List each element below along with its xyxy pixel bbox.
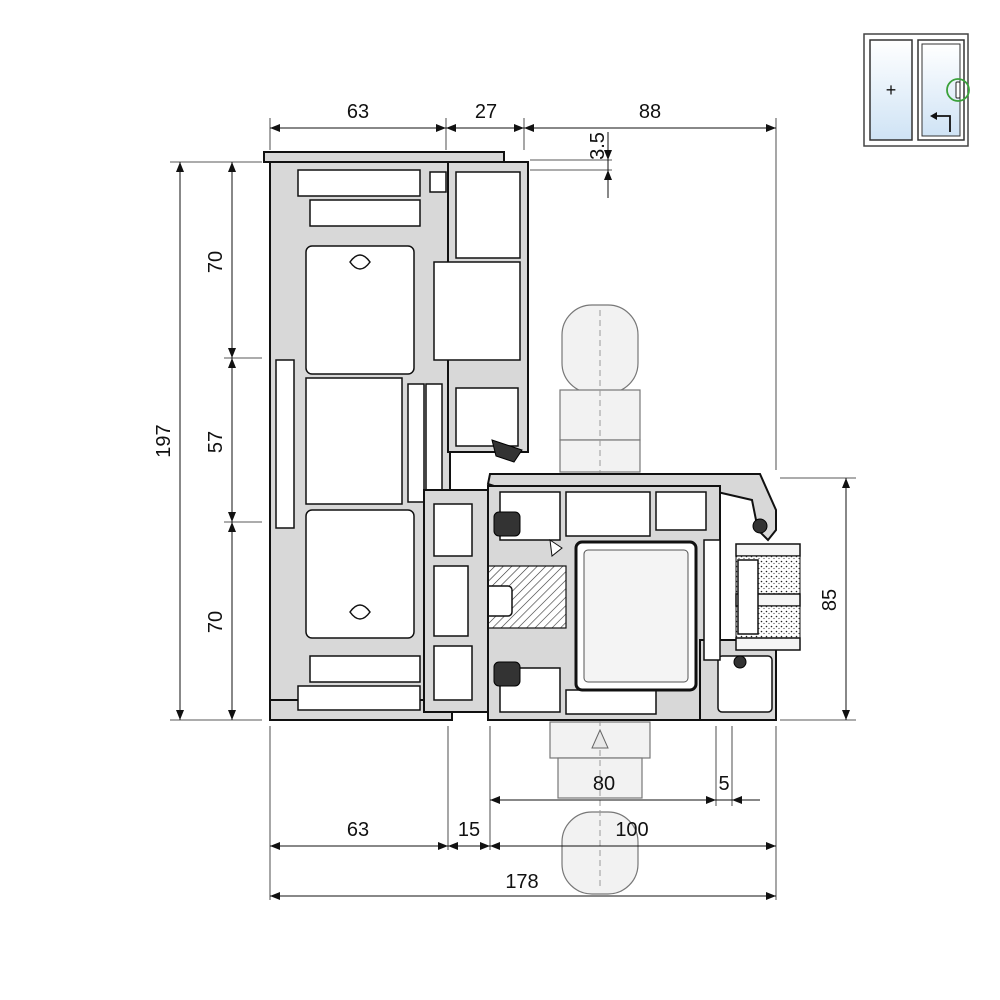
dim-bottom-80: 80 bbox=[593, 773, 615, 795]
thumbnail-fixed-symbol: + bbox=[886, 80, 897, 100]
dimension-labels: 63 27 88 3.5 197 70 57 70 85 80 5 63 15 … bbox=[153, 101, 841, 893]
dim-bottom-15: 15 bbox=[458, 819, 480, 841]
dimension-lines bbox=[170, 118, 856, 900]
frame-profile bbox=[423, 489, 489, 713]
dim-top-27: 27 bbox=[475, 101, 497, 123]
dim-top-88: 88 bbox=[639, 101, 661, 123]
extension-profile bbox=[433, 161, 529, 463]
dim-right-85: 85 bbox=[819, 589, 841, 611]
window-profile-section bbox=[263, 151, 801, 895]
sash-profile bbox=[477, 473, 777, 721]
dim-bottom-5: 5 bbox=[718, 773, 729, 795]
dim-left-197: 197 bbox=[153, 424, 175, 457]
fixed-frame bbox=[263, 151, 505, 721]
thumbnail-sash-pane bbox=[921, 43, 961, 137]
thumbnail-handle-icon bbox=[955, 81, 961, 99]
dim-left-70-top: 70 bbox=[205, 251, 227, 273]
thumbnail-handle-highlight-icon bbox=[946, 78, 970, 102]
thumbnail-fixed-pane bbox=[869, 39, 913, 141]
thumbnail-sliding-arrow-icon bbox=[932, 115, 951, 132]
dim-left-70-bottom: 70 bbox=[205, 611, 227, 633]
dim-left-57: 57 bbox=[205, 431, 227, 453]
dim-bottom-63: 63 bbox=[347, 819, 369, 841]
dim-top-63: 63 bbox=[347, 101, 369, 123]
glazing-unit bbox=[735, 543, 801, 651]
handle bbox=[549, 304, 651, 895]
dim-bottom-100: 100 bbox=[615, 819, 648, 841]
dim-top-3-5: 3.5 bbox=[587, 132, 609, 160]
window-type-thumbnail: + bbox=[863, 33, 970, 147]
dim-bottom-178: 178 bbox=[505, 871, 538, 893]
